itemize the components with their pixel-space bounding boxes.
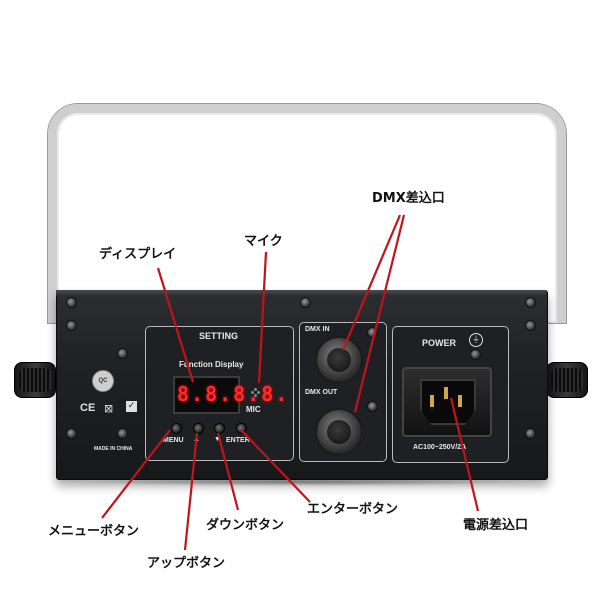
callout-power-port: 電源差込口	[463, 518, 529, 533]
screw-mid-left-1	[66, 320, 77, 331]
check-icon: ✓	[126, 401, 137, 412]
leader-power	[449, 397, 480, 512]
housing-base-shadow	[70, 478, 532, 486]
callout-mic: マイク	[244, 234, 283, 249]
menu-label: MENU	[163, 437, 184, 444]
mic-icon	[251, 388, 261, 398]
callout-up-button: アップボタン	[147, 556, 226, 571]
enter-label: ENTER	[226, 437, 250, 444]
housing-top-edge	[56, 290, 546, 296]
leader-enter	[240, 429, 311, 503]
leader-mic	[257, 251, 268, 384]
down-button[interactable]	[214, 423, 225, 434]
down-arrow-label: ▼	[214, 436, 221, 443]
callout-enter-button: エンターボタン	[307, 502, 399, 517]
power-screw	[470, 349, 481, 360]
mic-label: MIC	[246, 405, 261, 414]
leader-menu	[101, 429, 171, 519]
handle-knob-left[interactable]	[14, 362, 56, 398]
enter-button[interactable]	[236, 423, 247, 434]
ce-mark-icon: CE	[80, 402, 96, 414]
dmx-out-label: DMX OUT	[305, 389, 338, 396]
carry-handle	[48, 104, 566, 323]
screw-mid-right-1	[525, 320, 536, 331]
callout-display: ディスプレイ	[99, 247, 177, 262]
screw-bottom-left	[66, 428, 77, 439]
setting-title: SETTING	[199, 331, 239, 341]
segment-display: 8.8.8.8.	[173, 376, 287, 414]
callout-dmx-port: DMX差込口	[372, 191, 445, 206]
power-inlet[interactable]	[402, 367, 492, 437]
screw-left-2	[117, 348, 128, 359]
callout-down-button: ダウンボタン	[206, 518, 285, 533]
menu-button[interactable]	[171, 423, 182, 434]
screw-top-left	[66, 297, 77, 308]
dmx-in-port[interactable]	[315, 336, 363, 384]
leader-down	[216, 432, 240, 511]
dmx-in-label: DMX IN	[305, 326, 330, 333]
screw-left-3	[117, 428, 128, 439]
ground-icon: ⏚	[469, 333, 483, 347]
up-button[interactable]	[193, 423, 204, 434]
leader-up	[183, 432, 199, 551]
leader-display	[156, 267, 195, 383]
qc-sticker: QC	[92, 370, 114, 392]
power-title: POWER	[422, 338, 457, 348]
function-display-label: Function Display	[179, 360, 244, 369]
screw-bottom-right	[525, 428, 536, 439]
qc-label: QC	[98, 378, 108, 384]
screw-top-right	[525, 297, 536, 308]
recycle-bin-icon: ⊠	[104, 402, 114, 415]
leader-dmx-2	[353, 214, 406, 413]
dmx-out-port[interactable]	[315, 408, 363, 456]
dmx-screw-bottom	[367, 401, 378, 412]
leader-dmx-1	[341, 214, 402, 351]
callout-menu-button: メニューボタン	[48, 524, 140, 539]
screw-top-mid	[300, 297, 311, 308]
segment-display-digits: 8.8.8.8.	[177, 382, 290, 406]
made-in-label: MADE IN CHINA	[94, 446, 133, 452]
voltage-label: AC100~250V/2A	[413, 444, 467, 451]
